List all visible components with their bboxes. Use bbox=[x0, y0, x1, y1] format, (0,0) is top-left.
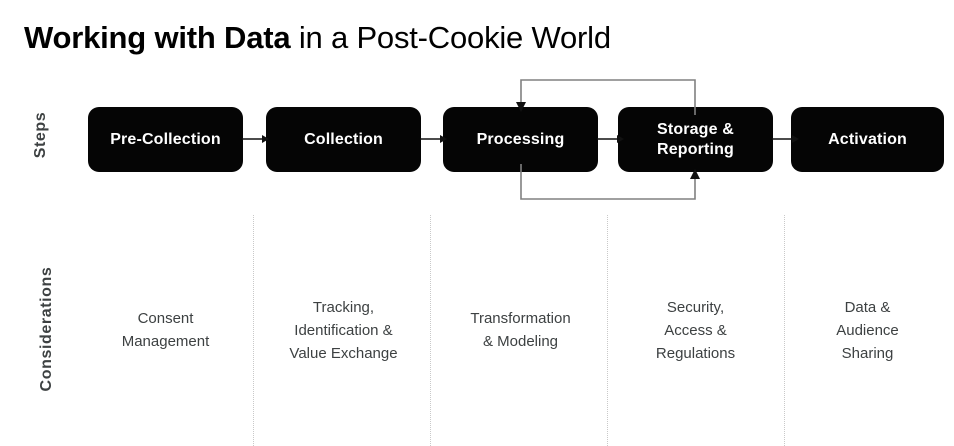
row-label-steps: Steps bbox=[32, 111, 49, 159]
step-box-processing[interactable]: Processing bbox=[443, 107, 598, 172]
column-divider bbox=[253, 215, 254, 446]
column-divider bbox=[607, 215, 608, 446]
arrow-right-icon bbox=[597, 135, 624, 143]
step-box-pre-collection[interactable]: Pre-Collection bbox=[88, 107, 243, 172]
row-label-considerations: Considerations bbox=[38, 266, 55, 392]
step-box-collection[interactable]: Collection bbox=[266, 107, 421, 172]
page-title: Working with Data in a Post-Cookie World bbox=[24, 18, 611, 58]
arrow-right-icon bbox=[772, 135, 799, 143]
step-box-activation[interactable]: Activation bbox=[791, 107, 944, 172]
column-divider bbox=[784, 215, 785, 446]
consideration-processing: Transformation & Modeling bbox=[470, 310, 571, 350]
consideration-pre-collection: Consent Management bbox=[121, 310, 210, 350]
loop-arrow-storage-to-processing-icon bbox=[516, 79, 696, 115]
arrow-right-icon bbox=[242, 135, 269, 143]
consideration-storage-reporting: Security, Access & Regulations bbox=[655, 299, 736, 362]
loop-arrow-processing-to-storage-icon bbox=[520, 164, 700, 200]
page-title-light: in a Post-Cookie World bbox=[290, 20, 611, 55]
column-divider bbox=[430, 215, 431, 446]
arrow-right-icon bbox=[420, 135, 447, 143]
consideration-activation: Data & Audience Sharing bbox=[836, 299, 899, 362]
page-title-bold: Working with Data bbox=[24, 20, 291, 55]
consideration-collection: Tracking, Identification & Value Exchang… bbox=[289, 299, 398, 362]
step-box-storage-reporting[interactable]: Storage & Reporting bbox=[618, 107, 773, 172]
